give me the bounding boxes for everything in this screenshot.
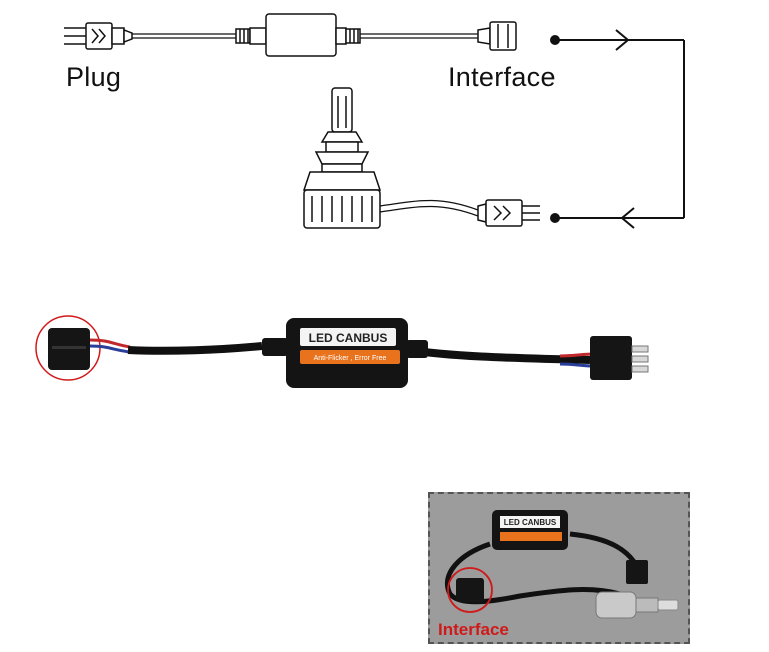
decoder-box-drawing [236,14,360,56]
interface-label: Interface [448,62,556,93]
wire-blue-right [560,364,594,366]
plug-label: Plug [66,62,121,93]
inset-led-bulb [596,592,678,618]
decoder-title: LED CANBUS [309,331,388,345]
inset-decoder-title: LED CANBUS [504,518,557,527]
interface-connector-drawing [478,22,516,50]
main-cable-left [128,346,262,351]
connection-flow-arrows [551,30,684,228]
led-bulb-drawing [304,88,380,228]
bulb-cable-drawing [380,201,478,217]
wire-red-right [560,354,594,356]
plug-connector-drawing [64,23,132,49]
h4-socket [48,328,90,370]
wiring-schematic [0,0,769,240]
decoder-subtitle: Anti-Flicker , Error Free [314,355,387,362]
bulb-connector-drawing [478,200,540,226]
inset-interface-label: Interface [438,620,509,640]
h4-plug [590,336,648,380]
canbus-harness-photo: LED CANBUS Anti-Flicker , Error Free [0,300,769,410]
installation-photo-inset: LED CANBUS Interface [428,492,690,644]
